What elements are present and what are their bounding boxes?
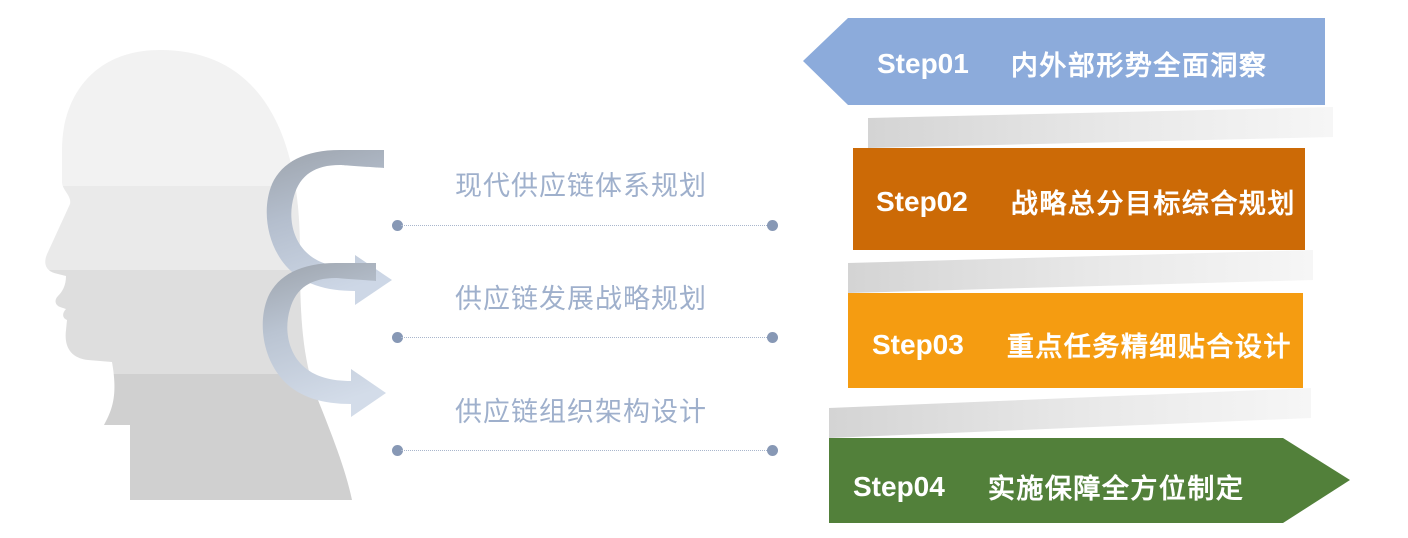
step-shape-3[interactable] <box>848 293 1303 388</box>
step-shape-4[interactable] <box>829 438 1350 523</box>
connector-dot-left <box>392 445 403 456</box>
connector-ribbon-1 <box>868 107 1333 148</box>
connector-dot-right <box>767 220 778 231</box>
process-label-3: 供应链组织架构设计 <box>455 397 707 427</box>
dotted-connector-2 <box>392 332 778 344</box>
connector-dash-line <box>401 337 769 338</box>
curved-arrow-2 <box>262 263 386 417</box>
step-connector-ribbons <box>829 107 1333 438</box>
connector-dot-left <box>392 220 403 231</box>
connector-ribbon-2 <box>848 250 1313 293</box>
connector-dash-line <box>401 450 769 451</box>
connector-dot-left <box>392 332 403 343</box>
process-label-2: 供应链发展战略规划 <box>455 284 707 314</box>
process-label-1: 现代供应链体系规划 <box>455 171 707 201</box>
step-shape-2[interactable] <box>853 148 1305 250</box>
dotted-connector-3 <box>392 445 778 457</box>
connector-ribbon-3 <box>829 388 1311 438</box>
connector-dash-line <box>401 225 769 226</box>
connector-dot-right <box>767 332 778 343</box>
dotted-connector-1 <box>392 220 778 232</box>
head-profile-silhouette <box>45 50 392 500</box>
step-shape-1[interactable] <box>803 18 1325 105</box>
connector-dot-right <box>767 445 778 456</box>
